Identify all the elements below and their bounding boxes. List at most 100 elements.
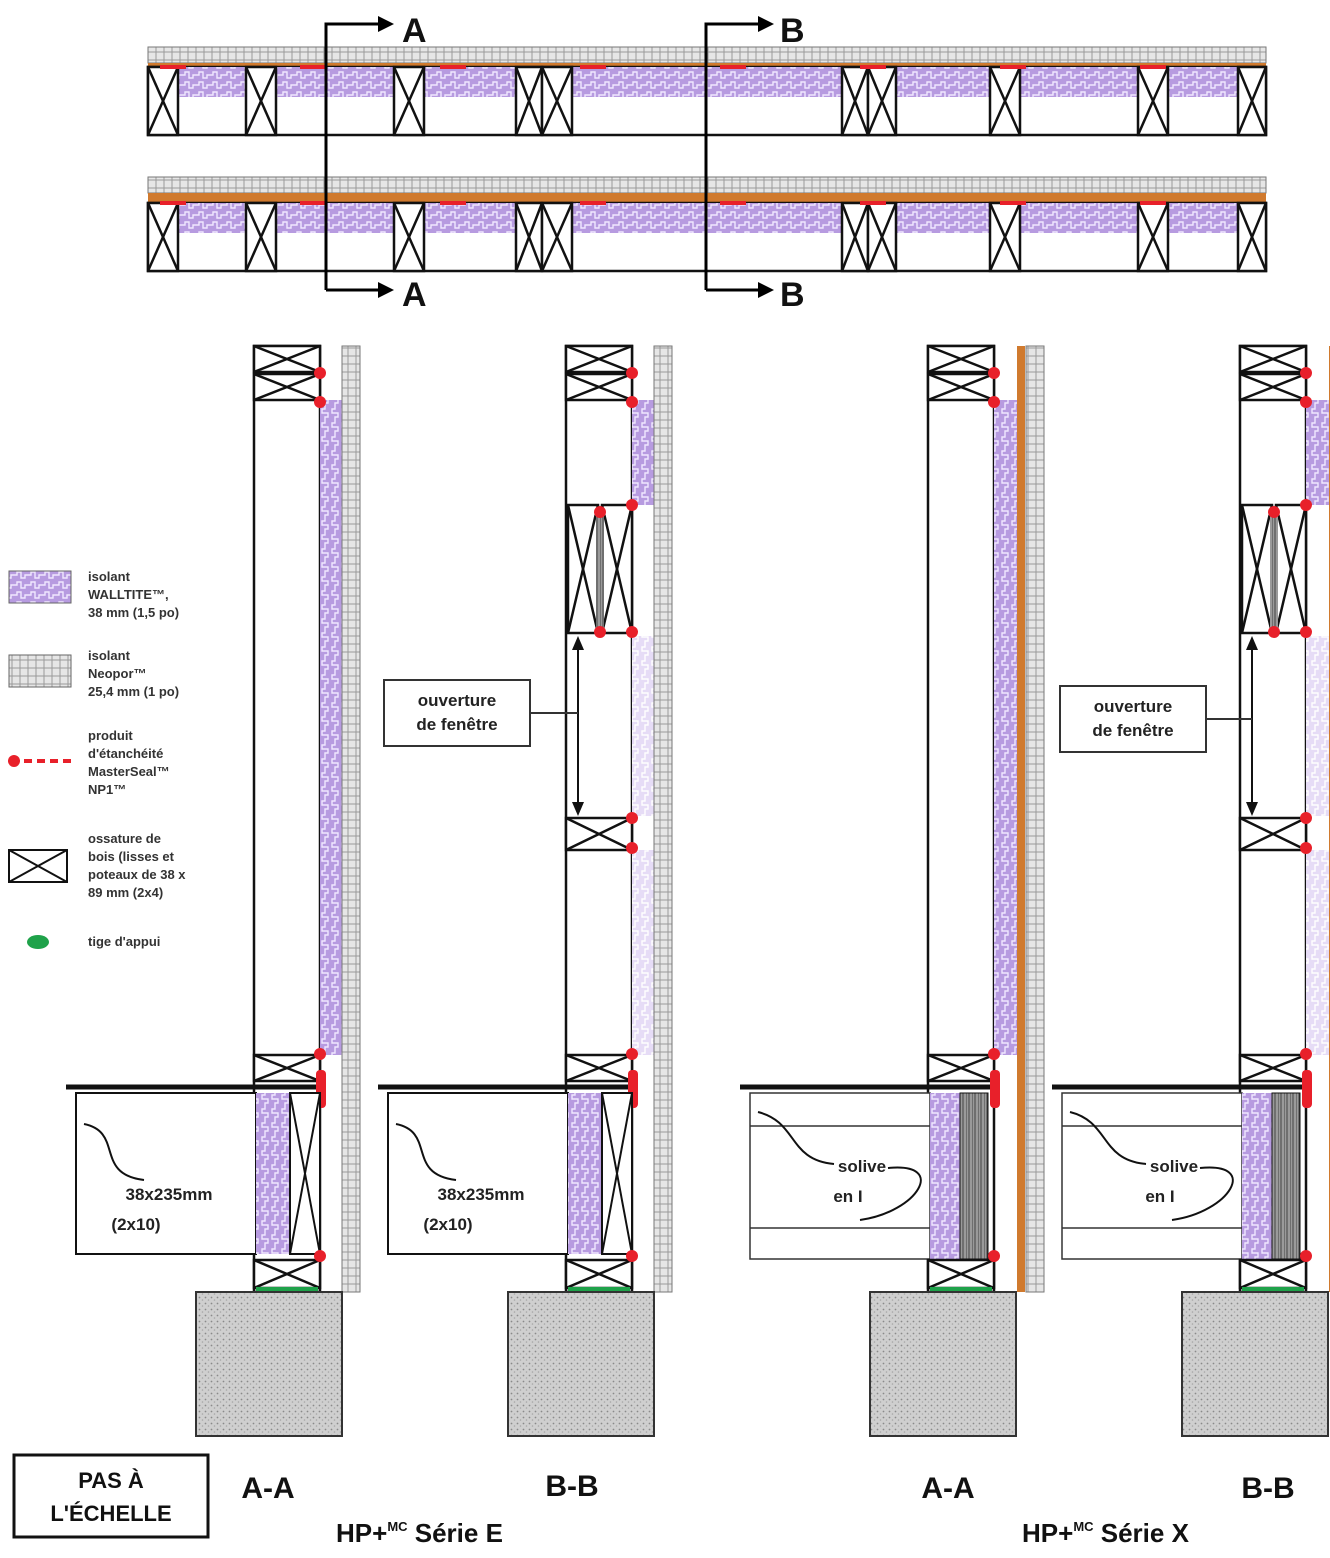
- joist-label-line2: (2x10): [423, 1215, 472, 1234]
- bottom-plate: [252, 1053, 322, 1083]
- plan-sealant: [160, 65, 186, 69]
- window-callout-box: [383, 679, 531, 747]
- window-header: [1240, 503, 1274, 635]
- floor-joist: [75, 1092, 257, 1255]
- stud-diagonal: [244, 202, 278, 272]
- neopor-layer: [1025, 345, 1045, 1293]
- not-to-scale-line2: L'ÉCHELLE: [50, 1501, 171, 1526]
- section-cut-b: [704, 16, 774, 298]
- sealant-window: [594, 506, 606, 518]
- walltite-strip: [994, 400, 1018, 1055]
- sealant-bottom: [626, 1048, 638, 1060]
- sealant-window: [1300, 842, 1312, 854]
- section-label-3: A-A: [921, 1472, 974, 1505]
- sealant-top: [626, 396, 638, 408]
- dimension-arrow: [1246, 636, 1258, 650]
- sealant-window: [626, 842, 638, 854]
- plan-stud: [514, 65, 544, 137]
- section-cut-a: [324, 16, 394, 298]
- sealant-window: [626, 812, 638, 824]
- plan-sealant: [440, 201, 466, 205]
- backer-rod: [256, 1287, 318, 1292]
- stud-diagonal: [927, 1053, 995, 1083]
- joist-label-line1: 38x235mm: [438, 1185, 525, 1204]
- stud-diagonal: [566, 504, 600, 634]
- stud-diagonal: [866, 202, 898, 272]
- neopor-layer: [653, 345, 673, 1293]
- walltite-strip: [1306, 400, 1330, 505]
- section-label-4: B-B: [1241, 1472, 1294, 1505]
- sealant-top: [314, 367, 326, 379]
- legend-neopor-swatch: [8, 654, 72, 688]
- plan-stud: [540, 201, 574, 273]
- stud-diagonal: [1240, 504, 1274, 634]
- plan-sealant: [1140, 201, 1166, 205]
- rim-joist-diagonal: [601, 1092, 633, 1255]
- window-callout-line2: de fenêtre: [416, 715, 497, 734]
- stud-diagonal: [565, 1258, 633, 1290]
- stud-diagonal: [253, 372, 321, 402]
- stud-diagonal: [146, 202, 180, 272]
- stud-diagonal: [988, 202, 1022, 272]
- series-e-caption: HP+MC Série E: [336, 1518, 503, 1548]
- window-sill: [564, 816, 634, 852]
- window-header: [566, 503, 600, 635]
- sealant-top: [1300, 367, 1312, 379]
- stud-diagonal: [1239, 816, 1307, 852]
- section-marker-a-top: A: [402, 12, 427, 50]
- sill-plate: [926, 1258, 996, 1290]
- plan-sealant: [440, 65, 466, 69]
- sealant-bottom: [1300, 1048, 1312, 1060]
- bottom-plate: [926, 1053, 996, 1083]
- stud-diagonal: [988, 66, 1022, 136]
- stud-diagonal: [840, 66, 870, 136]
- plan-sealant: [580, 201, 606, 205]
- plan-sealant: [720, 201, 746, 205]
- stud-diagonal: [1236, 202, 1268, 272]
- window-callout-line1: ouverture: [1094, 697, 1172, 716]
- legend-neopor-line1: isolant: [88, 648, 131, 663]
- stud-diagonal: [253, 1258, 321, 1290]
- sealant-top: [988, 367, 1000, 379]
- stud-diagonal: [514, 66, 544, 136]
- backer-rod: [568, 1287, 630, 1292]
- stud-diagonal: [244, 66, 278, 136]
- legend-backer-rod: tige d'appui: [88, 934, 160, 949]
- sealant-window: [1300, 812, 1312, 824]
- window-callout-line2: de fenêtre: [1092, 721, 1173, 740]
- joist-leader: [1171, 1166, 1234, 1221]
- not-to-scale-line1: PAS À: [78, 1468, 144, 1493]
- top-plate: [1238, 344, 1308, 374]
- plan-stud: [840, 201, 870, 273]
- series-x-caption: HP+MC Série X: [1022, 1518, 1190, 1548]
- plan-stud: [540, 65, 574, 137]
- sill-plate: [252, 1258, 322, 1290]
- legend-framing-line3: poteaux de 38 x: [88, 867, 186, 882]
- sealant-window: [1300, 626, 1312, 638]
- sealant-window: [1268, 626, 1280, 638]
- window-header: [600, 503, 634, 635]
- plan-sealant: [160, 201, 186, 205]
- stud-diagonal: [1236, 66, 1268, 136]
- sealant-sill: [988, 1250, 1000, 1262]
- walltite-strip-light: [1306, 850, 1330, 1055]
- legend-sealant-line2: d'étanchéité: [88, 746, 163, 761]
- joist-leader: [1069, 1111, 1147, 1165]
- rim-joist-diagonal: [289, 1092, 321, 1255]
- bottom-plate: [1238, 1053, 1308, 1083]
- plan-stud: [866, 201, 898, 273]
- foundation: [869, 1291, 1017, 1437]
- stud-diagonal: [927, 372, 995, 402]
- section-marker-b-top: B: [780, 12, 805, 50]
- walltite-strip-light: [1306, 636, 1330, 816]
- stud-diagonal: [146, 66, 180, 136]
- plan-sealant: [860, 65, 886, 69]
- section-marker-b-bottom: B: [780, 276, 805, 314]
- sealant-window: [1268, 506, 1280, 518]
- stud-diagonal: [392, 66, 426, 136]
- walltite-strip: [320, 400, 344, 1055]
- section-label-2: B-B: [545, 1470, 598, 1503]
